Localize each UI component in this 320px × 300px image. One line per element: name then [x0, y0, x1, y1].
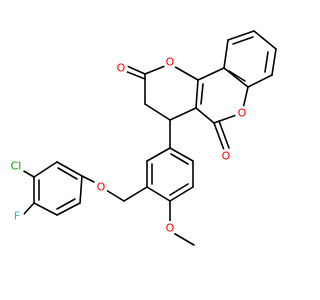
bond — [169, 183, 189, 196]
bond — [195, 79, 199, 109]
bond — [271, 48, 277, 76]
atom-o-carbonyl-left: O — [114, 61, 128, 75]
bond — [218, 120, 230, 149]
bond — [123, 186, 148, 202]
chlorine-label: Cl — [11, 160, 22, 173]
oxygen-label: O — [166, 56, 175, 69]
bond — [23, 202, 35, 215]
bond — [264, 51, 269, 73]
label-mask — [163, 221, 177, 235]
bond — [247, 74, 273, 88]
bond — [200, 83, 204, 105]
label-mask — [94, 180, 108, 194]
oxygen-label: O — [238, 107, 247, 120]
atom-o-methoxy: O — [163, 221, 177, 235]
bond — [223, 67, 249, 88]
atom-f: F — [10, 209, 24, 223]
oxygen-label: O — [222, 150, 231, 163]
bond — [146, 147, 171, 162]
label-mask — [114, 61, 128, 75]
bond — [232, 36, 254, 45]
label-mask — [235, 106, 249, 120]
atom-o-ring-right: O — [235, 106, 249, 120]
chemical-structure-diagram: O O O O Cl F O O — [7, 30, 277, 246]
bond — [57, 167, 78, 180]
bond — [169, 186, 194, 202]
bond — [146, 186, 171, 202]
atom-o-carbonyl-right: O — [219, 149, 233, 163]
bond — [56, 202, 81, 216]
bond — [169, 147, 194, 162]
bond — [33, 202, 58, 216]
bond — [228, 70, 246, 82]
bond — [21, 169, 35, 178]
oxygen-label: O — [117, 62, 126, 75]
bond — [126, 65, 146, 75]
bond — [197, 67, 225, 81]
oxygen-label: O — [97, 181, 106, 194]
label-mask — [7, 157, 25, 175]
bond — [56, 161, 83, 177]
bond — [227, 30, 255, 41]
bond — [56, 198, 76, 210]
bond — [79, 175, 83, 204]
atom-o-ring-top: O — [163, 55, 177, 69]
bond — [124, 70, 146, 80]
fluorine-label: F — [14, 210, 20, 223]
bond — [253, 30, 277, 50]
bond — [169, 107, 197, 121]
label-mask — [10, 209, 24, 223]
bond — [195, 107, 215, 124]
bond — [223, 39, 229, 69]
atom-labels: O O O O Cl F O O — [7, 55, 249, 235]
atom-o-ether: O — [94, 180, 108, 194]
bond — [213, 122, 225, 151]
bond — [81, 175, 95, 183]
label-mask — [219, 149, 233, 163]
bond — [105, 189, 125, 202]
label-mask — [163, 55, 177, 69]
oxygen-label: O — [166, 222, 175, 235]
bond — [33, 161, 58, 178]
atom-cl: Cl — [7, 157, 25, 175]
bond — [144, 103, 171, 121]
bonds — [21, 30, 277, 246]
bond — [170, 153, 189, 165]
